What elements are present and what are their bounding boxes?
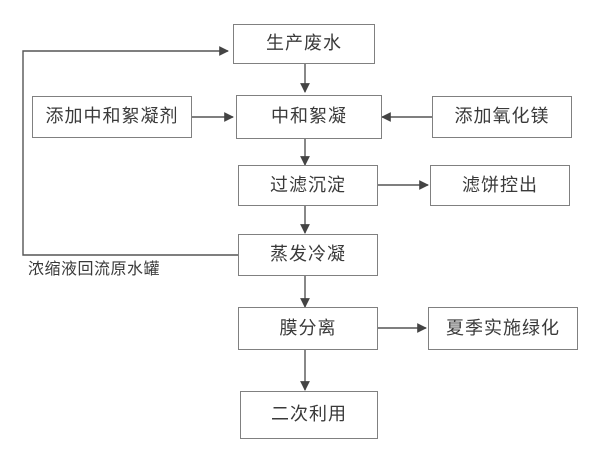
node-label: 添加氧化镁 bbox=[454, 106, 550, 127]
node-neutralization-flocculation[interactable]: 中和絮凝 bbox=[236, 95, 382, 139]
node-add-magnesium-oxide[interactable]: 添加氧化镁 bbox=[432, 96, 572, 138]
node-label: 生产废水 bbox=[266, 33, 342, 54]
node-label: 添加中和絮凝剂 bbox=[45, 106, 179, 127]
node-label: 夏季实施绿化 bbox=[446, 317, 560, 339]
node-label: 过滤沉淀 bbox=[270, 174, 346, 196]
node-membrane-separation[interactable]: 膜分离 bbox=[238, 307, 378, 350]
node-filtration-precipitation[interactable]: 过滤沉淀 bbox=[238, 165, 378, 206]
connector-recycle-feedback-loop bbox=[22, 46, 238, 256]
node-production-wastewater[interactable]: 生产废水 bbox=[233, 24, 375, 64]
node-filter-cake-discharge[interactable]: 滤饼控出 bbox=[430, 165, 570, 206]
node-label: 中和絮凝 bbox=[271, 106, 347, 127]
recycle-loop-label: 浓缩液回流原水罐 bbox=[28, 259, 161, 278]
node-label: 蒸发冷凝 bbox=[270, 244, 346, 265]
node-evaporation-condensation[interactable]: 蒸发冷凝 bbox=[238, 234, 378, 276]
node-add-neutralizing-flocculant[interactable]: 添加中和絮凝剂 bbox=[32, 96, 192, 138]
node-label: 二次利用 bbox=[271, 404, 347, 425]
node-label: 滤饼控出 bbox=[462, 174, 538, 196]
node-summer-greening[interactable]: 夏季实施绿化 bbox=[428, 307, 578, 350]
node-label: 膜分离 bbox=[279, 317, 337, 339]
node-secondary-utilization[interactable]: 二次利用 bbox=[240, 391, 378, 439]
